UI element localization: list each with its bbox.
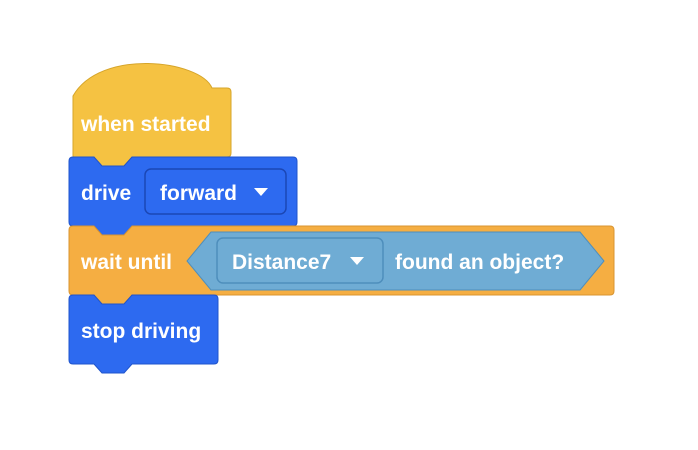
caret-down-icon [254, 188, 268, 196]
sensor-value: Distance7 [232, 251, 331, 274]
stop-driving-block-shape [68, 294, 219, 374]
drive-label: drive [81, 182, 131, 205]
stop-driving-block[interactable]: stop driving [68, 294, 219, 374]
wait-until-block[interactable]: wait until Distance7 found an object? [68, 225, 615, 305]
direction-dropdown[interactable]: forward [144, 168, 287, 215]
when-started-block[interactable]: when started [72, 63, 232, 167]
caret-down-icon [350, 257, 364, 265]
found-object-label: found an object? [395, 251, 564, 274]
sensor-dropdown[interactable]: Distance7 [216, 237, 384, 284]
stop-driving-label: stop driving [81, 320, 201, 343]
wait-until-label: wait until [80, 251, 172, 274]
found-object-condition[interactable]: Distance7 found an object? [186, 231, 605, 291]
direction-value: forward [160, 182, 237, 205]
drive-block[interactable]: drive forward [68, 156, 298, 236]
when-started-label: when started [80, 113, 211, 136]
direction-dropdown-field [144, 168, 287, 215]
sensor-dropdown-field [216, 237, 384, 284]
